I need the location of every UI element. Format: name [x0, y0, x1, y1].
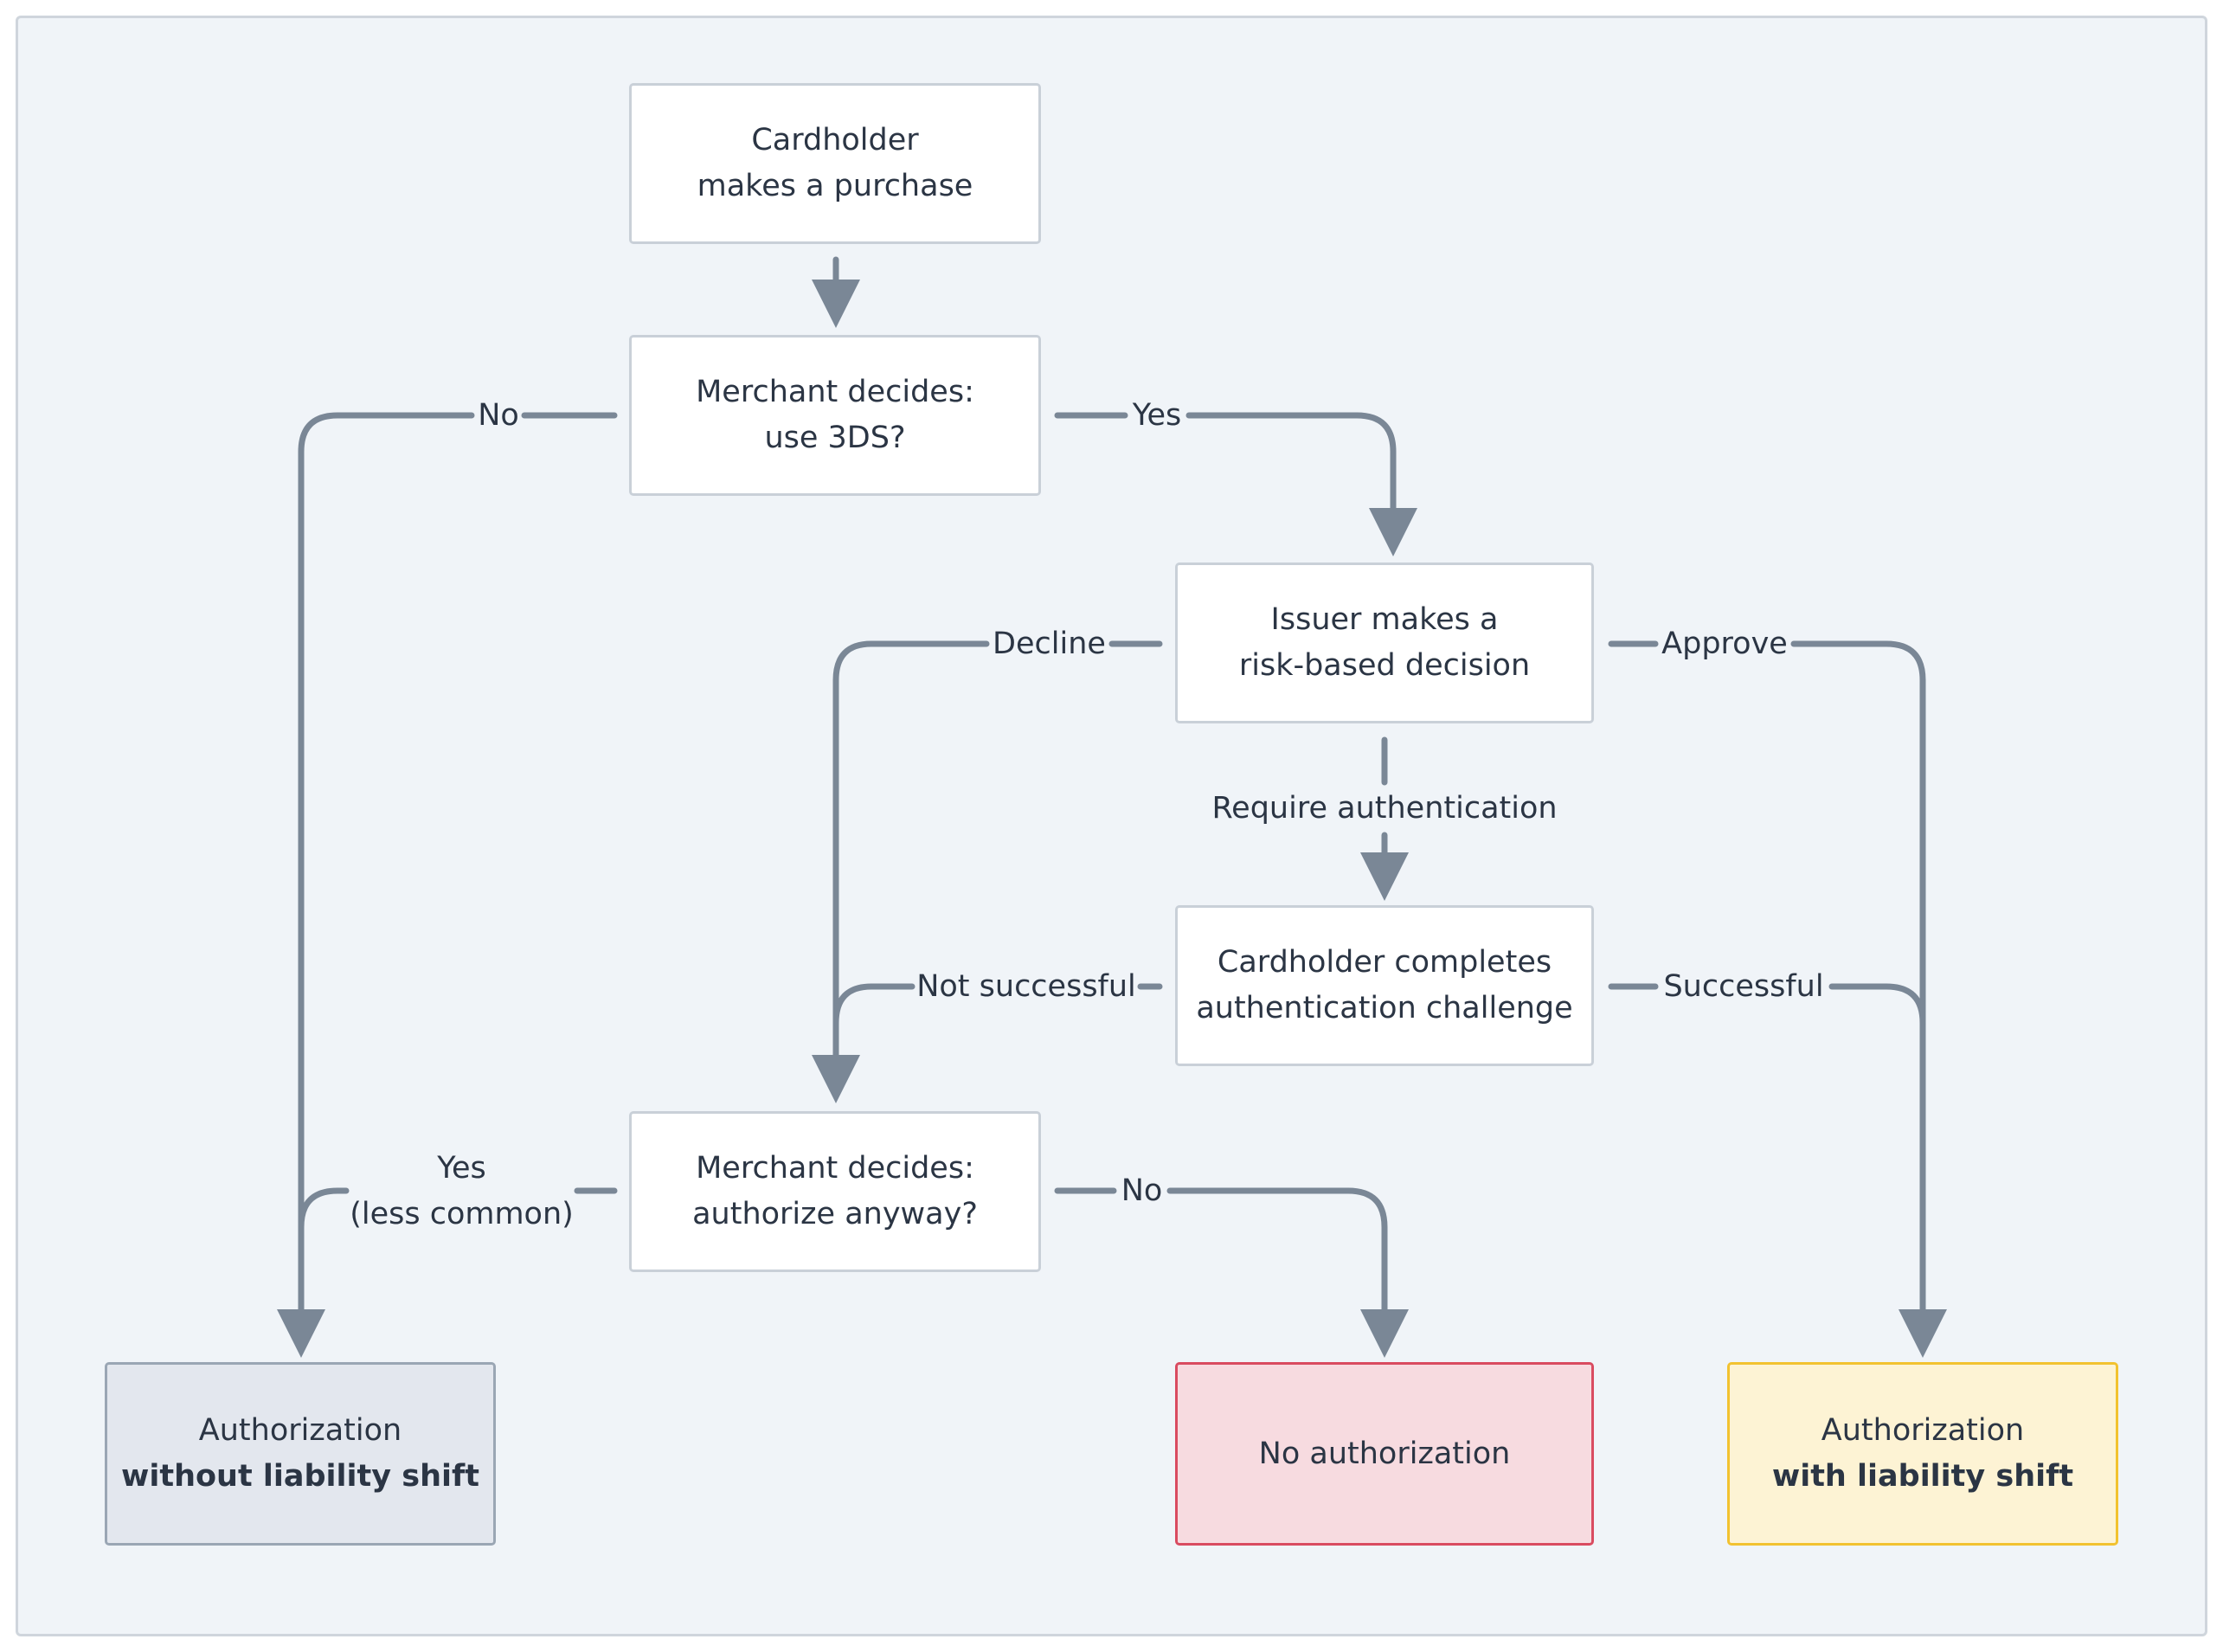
node-text: Authorization	[198, 1413, 402, 1448]
node-text: authorize anyway?	[692, 1197, 978, 1231]
edge-label-require-authentication: Require authentication	[1211, 791, 1558, 826]
edge-3ds-no	[277, 412, 475, 1358]
edge-label-no: No	[478, 398, 519, 433]
edge-label-yes: Yes	[1132, 398, 1182, 433]
node-text: Cardholder completes	[1217, 945, 1552, 980]
node-cardholder-challenge: Cardholder completes authentication chal…	[1175, 905, 1594, 1066]
node-text: makes a purchase	[697, 169, 973, 203]
node-text-bold: with liability shift	[1771, 1459, 2074, 1494]
node-text: Merchant decides:	[696, 375, 974, 409]
node-authorization-with-liability-shift: Authorization with liability shift	[1727, 1362, 2118, 1546]
node-text: Issuer makes a	[1270, 602, 1499, 637]
edge-label-yes-less-common: Yes (less common)	[346, 1146, 577, 1237]
edge-challenge-not-successful	[832, 983, 916, 1026]
edge-label-successful: Successful	[1663, 969, 1824, 1004]
node-text: Merchant decides:	[696, 1151, 974, 1186]
edge-anyway-yes	[298, 1187, 350, 1231]
node-merchant-use-3ds: Merchant decides: use 3DS?	[629, 335, 1041, 496]
node-no-authorization: No authorization	[1175, 1362, 1594, 1546]
node-text: authentication challenge	[1196, 991, 1573, 1025]
node-text: No authorization	[1258, 1436, 1511, 1471]
node-text-bold: without liability shift	[121, 1459, 479, 1494]
edge-label-yes-line: Yes	[437, 1151, 486, 1186]
node-merchant-authorize-anyway: Merchant decides: authorize anyway?	[629, 1111, 1041, 1272]
edge-challenge-successful	[1828, 983, 1926, 1026]
node-text: Authorization	[1821, 1413, 2025, 1448]
node-authorization-without-liability-shift: Authorization without liability shift	[105, 1362, 496, 1546]
node-text: risk-based decision	[1238, 648, 1531, 683]
edge-label-decline: Decline	[993, 627, 1106, 661]
edge-label-less-common-line: (less common)	[350, 1197, 574, 1231]
edge-label-no-anyway: No	[1121, 1173, 1163, 1208]
edge-issuer-approve	[1790, 640, 1947, 1358]
edge-label-approve: Approve	[1661, 627, 1788, 661]
edge-3ds-yes	[1185, 412, 1417, 556]
edge-label-not-successful: Not successful	[916, 969, 1136, 1004]
node-text: use 3DS?	[764, 421, 906, 455]
node-text: Cardholder	[751, 123, 919, 157]
edge-issuer-decline	[812, 640, 990, 1103]
node-cardholder-purchase: Cardholder makes a purchase	[629, 83, 1041, 244]
edge-anyway-no	[1166, 1187, 1409, 1358]
node-issuer-risk-decision: Issuer makes a risk-based decision	[1175, 562, 1594, 723]
